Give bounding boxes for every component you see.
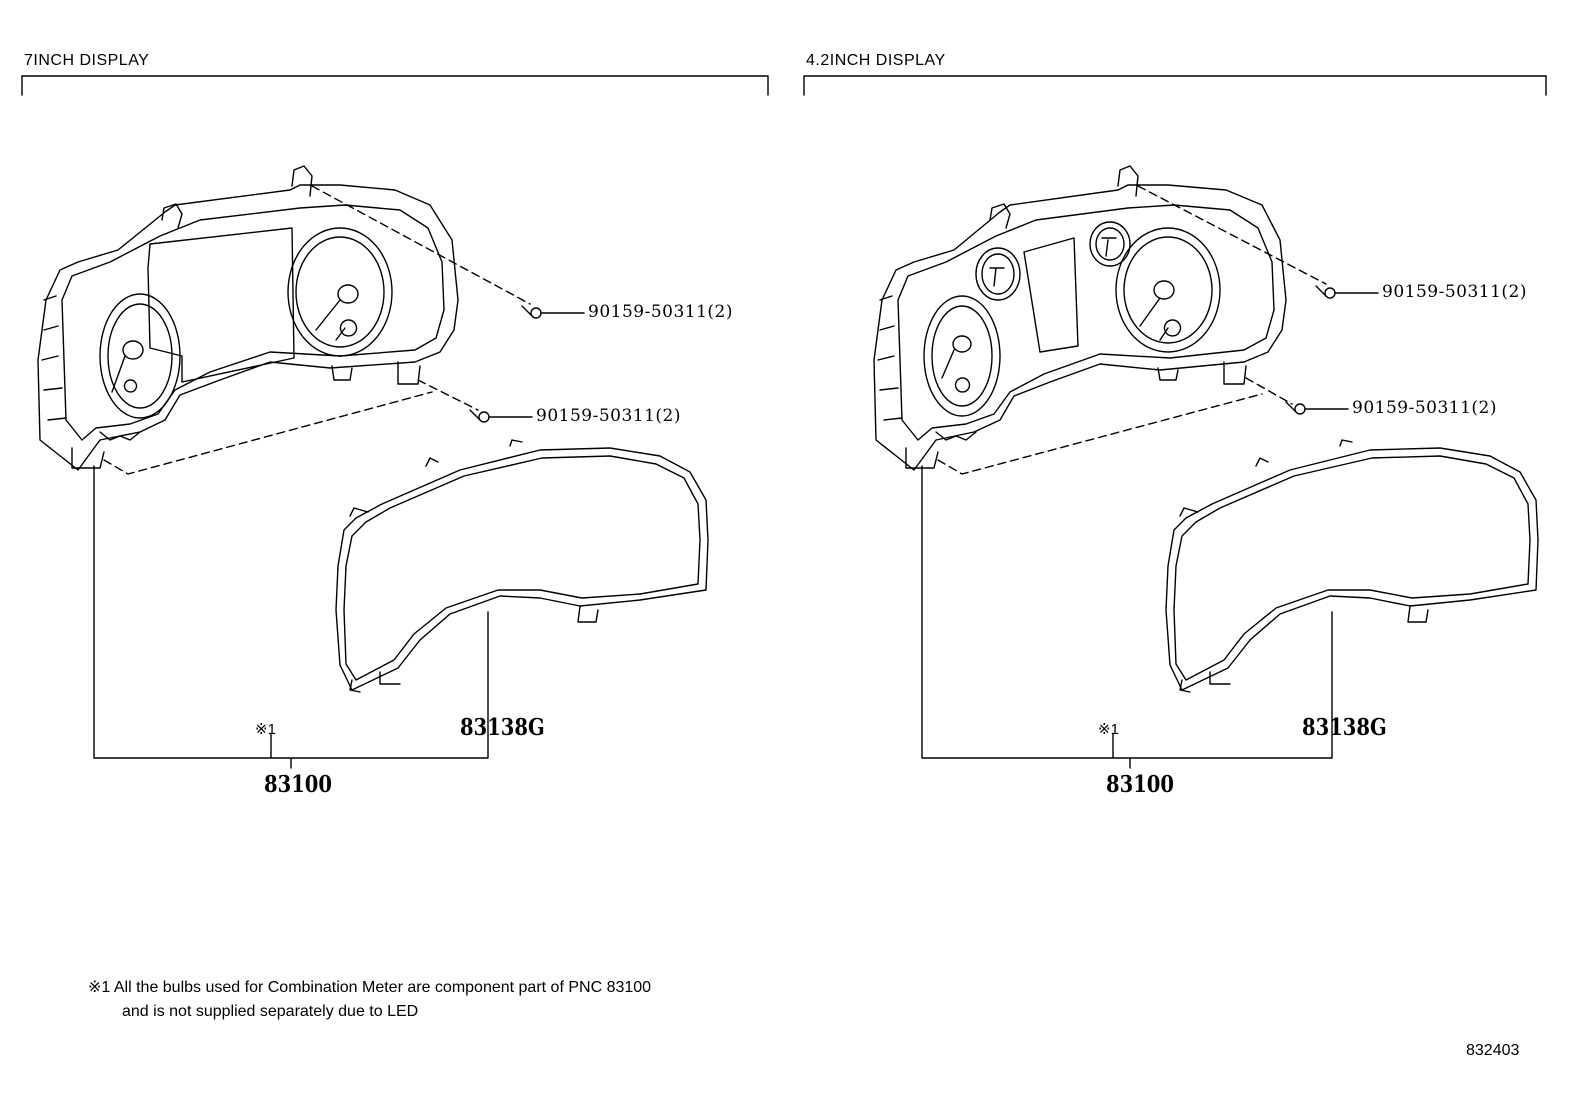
footnote-line-2: and is not supplied separately due to LE… — [122, 1003, 419, 1020]
pnc-parent-7inch: 83100 — [264, 771, 333, 798]
small-gauge-top — [1089, 221, 1131, 267]
diagram-id: 832403 — [1466, 1042, 1520, 1059]
section-title-4inch: 4.2INCH DISPLAY — [806, 52, 946, 69]
display-screen-4inch — [1023, 237, 1079, 353]
pnc-bracket-4inch — [921, 465, 1333, 769]
combination-meter-4inch — [873, 165, 1287, 471]
screw-icon — [1315, 285, 1379, 299]
screw-icon — [521, 305, 585, 319]
right-gauge-4inch — [1115, 227, 1221, 353]
footnote: ※1 All the bulbs used for Combination Me… — [88, 976, 651, 1024]
section-bracket-right — [803, 75, 1547, 96]
combination-meter-7inch — [37, 165, 459, 471]
small-gauge-left — [975, 247, 1021, 301]
meter-lens-4inch — [1165, 447, 1539, 691]
display-screen-7inch — [147, 227, 295, 383]
pnc-bracket-7inch — [93, 465, 489, 769]
leader-dashed-4inch — [937, 185, 1327, 475]
note-ref-7inch: ※1 — [255, 721, 276, 738]
leader-dashed-7inch — [103, 185, 531, 475]
left-gauge — [99, 293, 181, 419]
pnc-lens-7inch: 83138G — [460, 714, 545, 741]
screw-part-upper-7inch: 90159-50311(2) — [588, 302, 733, 322]
screw-part-upper-4inch: 90159-50311(2) — [1382, 282, 1527, 302]
note-ref-4inch: ※1 — [1098, 721, 1119, 738]
section-title-7inch: 7INCH DISPLAY — [24, 52, 150, 69]
pnc-parent-4inch: 83100 — [1106, 771, 1175, 798]
right-gauge — [287, 227, 393, 357]
screw-part-lower-4inch: 90159-50311(2) — [1352, 398, 1497, 418]
screw-part-lower-7inch: 90159-50311(2) — [536, 406, 681, 426]
pnc-lens-4inch: 83138G — [1302, 714, 1387, 741]
screw-icon — [469, 409, 533, 423]
screw-icon — [1285, 401, 1349, 415]
footnote-line-1: ※1 All the bulbs used for Combination Me… — [88, 979, 652, 996]
section-bracket-left — [21, 75, 769, 96]
left-gauge-4inch — [923, 295, 1001, 417]
meter-lens-7inch — [335, 447, 709, 691]
